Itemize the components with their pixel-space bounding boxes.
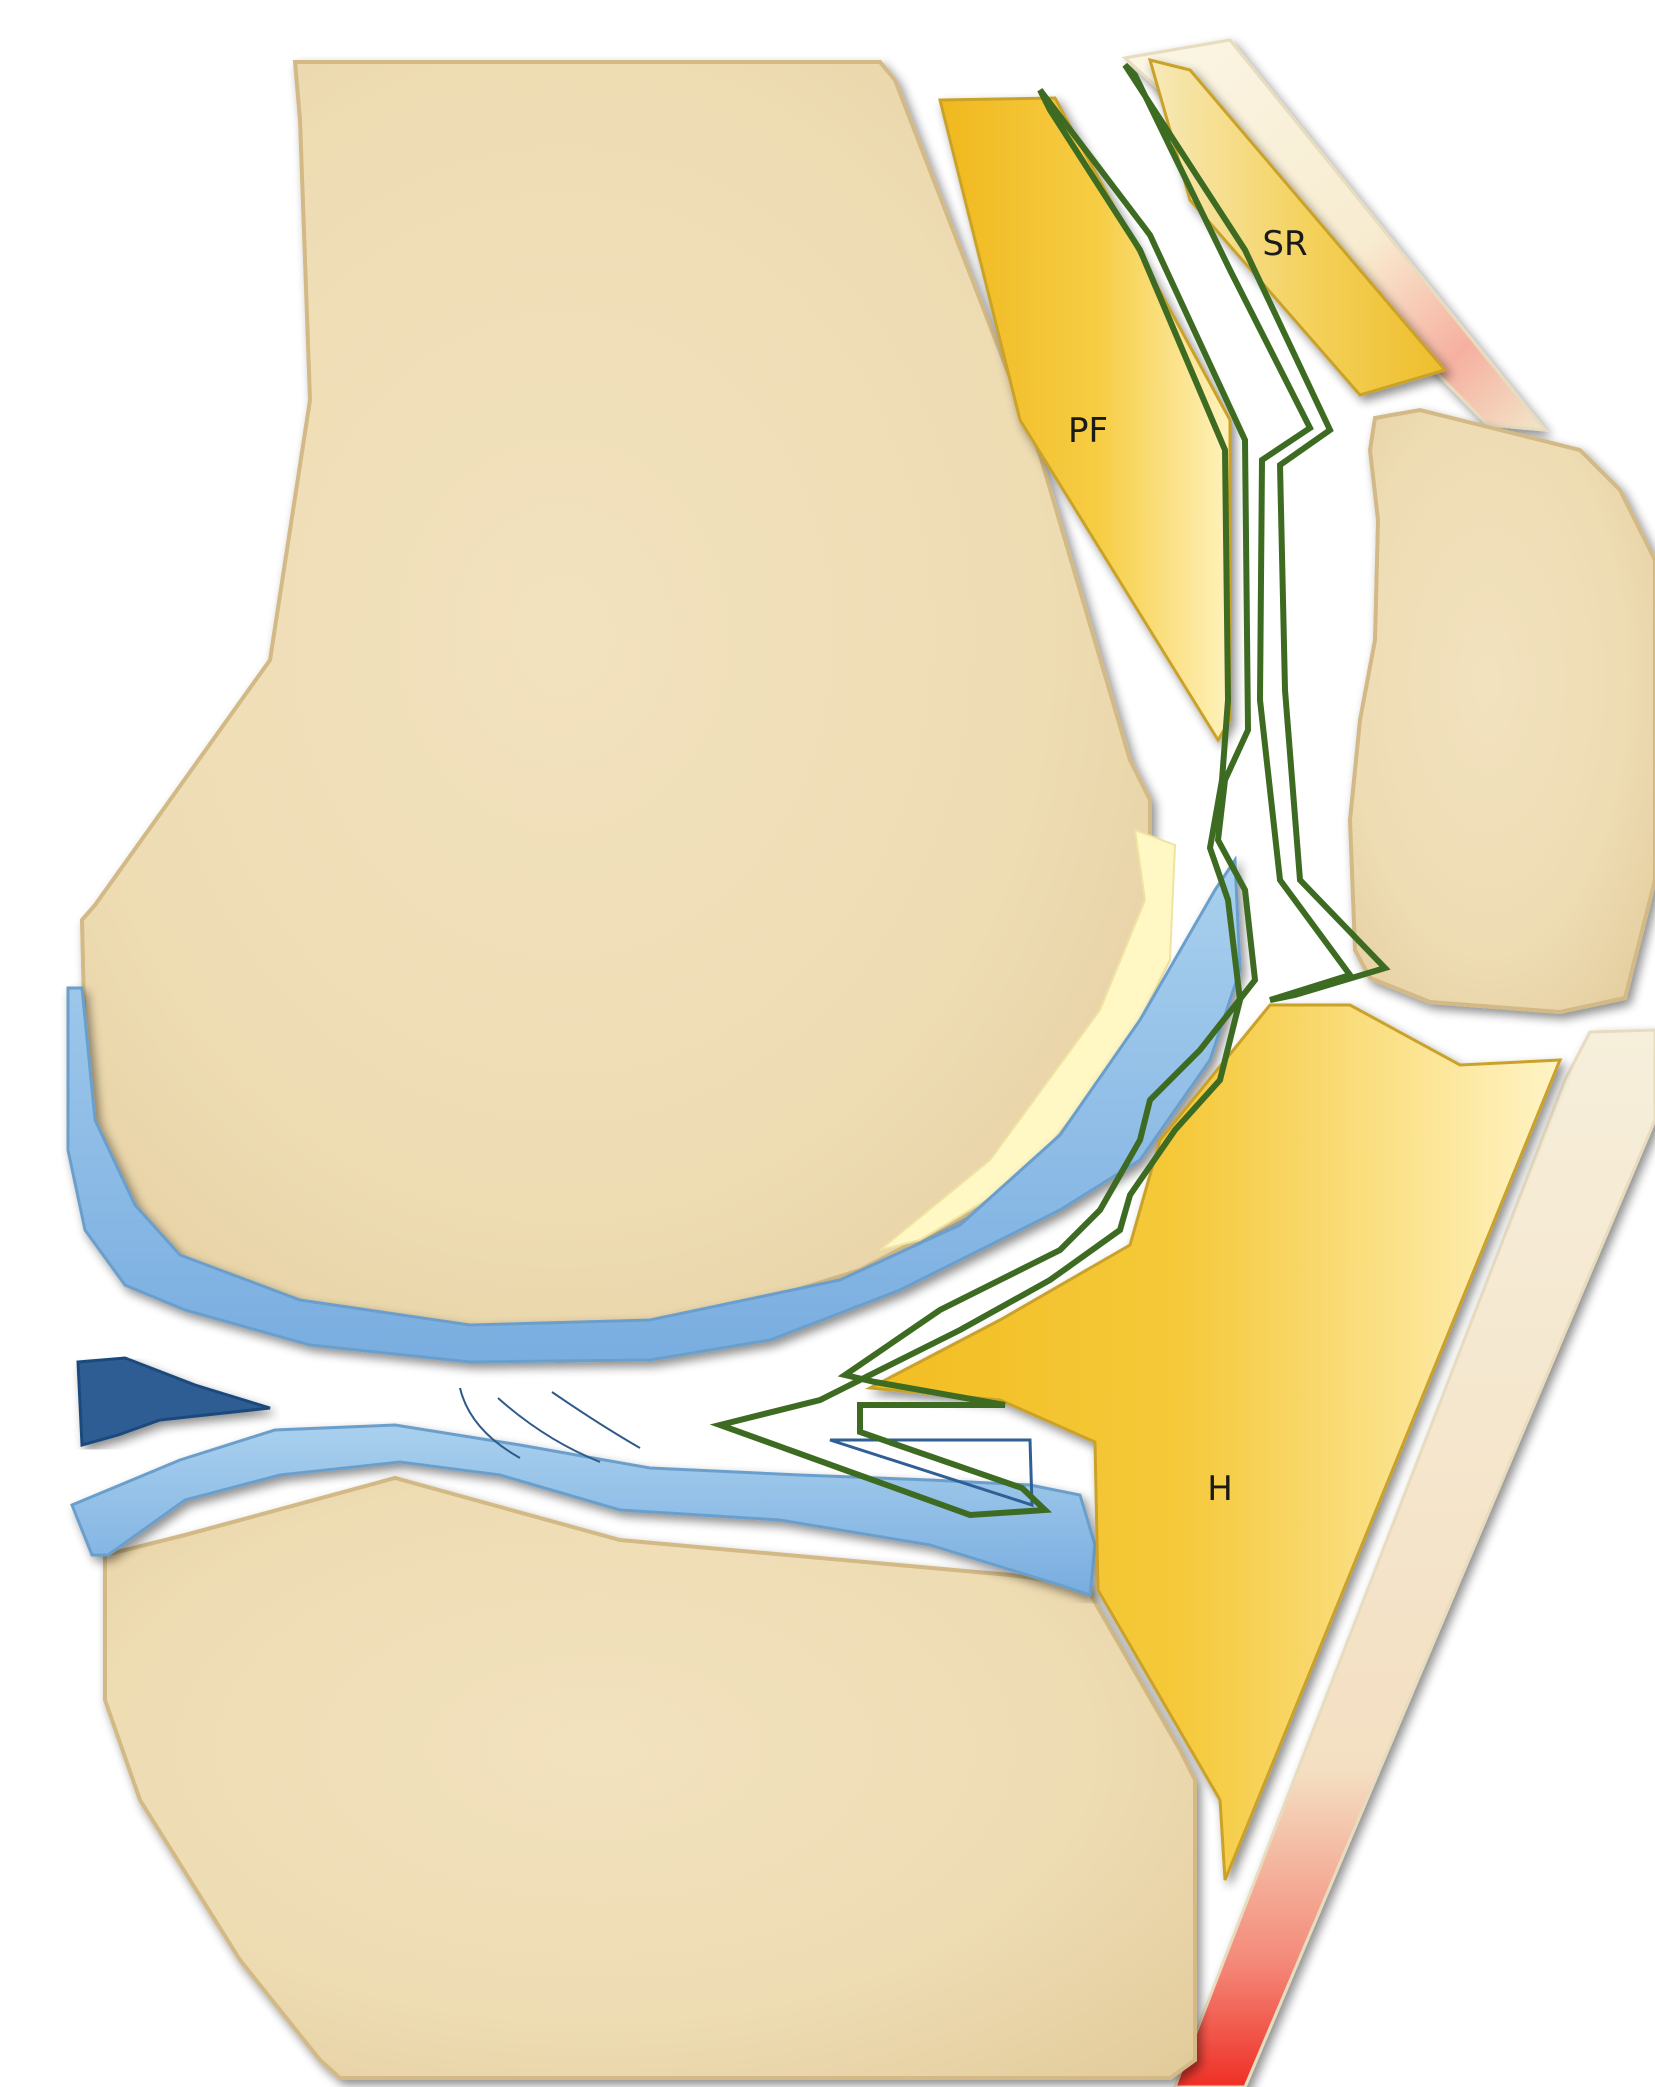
patella [1350,410,1655,1012]
fibre-line-3 [552,1392,640,1448]
meniscus [78,1358,270,1445]
label-h: H [1207,1469,1233,1509]
label-sr: SR [1262,224,1307,264]
label-pf: PF [1068,411,1108,451]
